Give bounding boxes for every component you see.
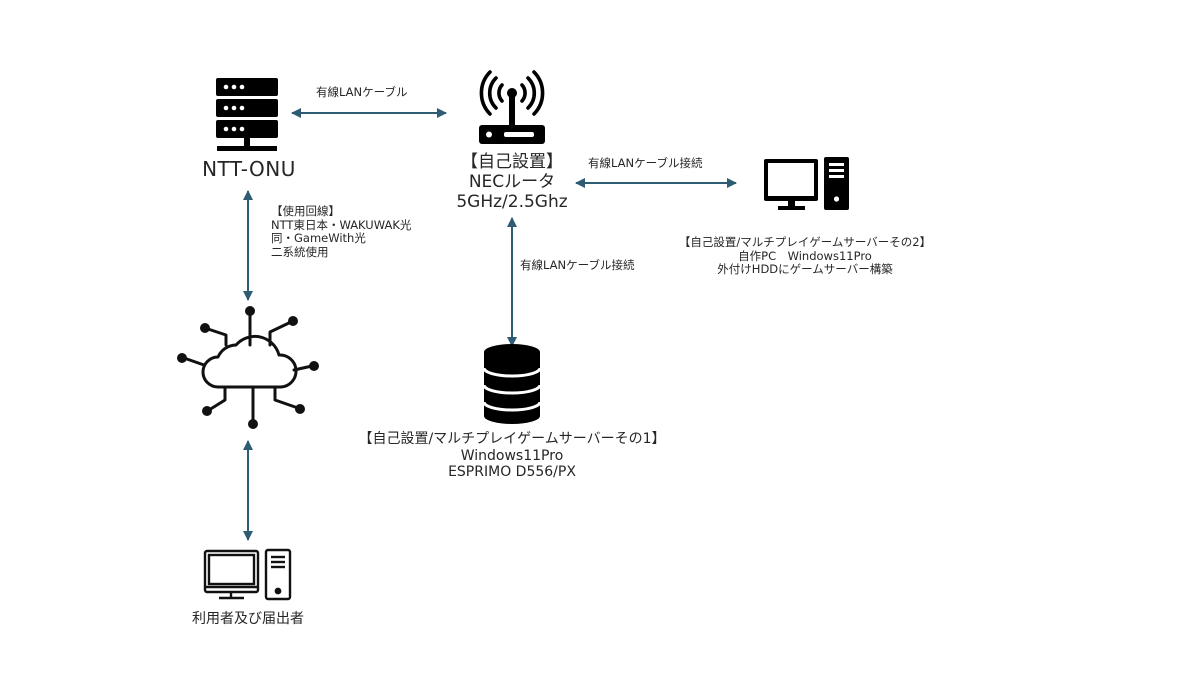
line-info-line-1: 【使用回線】 bbox=[271, 204, 340, 218]
line-info-line-2: NTT東日本・WAKUWAK光 bbox=[271, 217, 412, 232]
router-label-line-3: 5GHz/2.5Ghz bbox=[456, 192, 568, 213]
db-server-label-line-3: ESPRIMO D556/PX bbox=[448, 464, 576, 481]
cloud-network-icon bbox=[177, 306, 319, 429]
line-info-line-3: 同・GameWith光 bbox=[271, 231, 366, 246]
pc-server-label-line-1: 【自己設置/マルチプレイゲームサーバーその2】 bbox=[678, 235, 932, 249]
router-db-connection-label: 有線LANケーブル接続 bbox=[520, 258, 635, 272]
onu-label: NTT-ONU bbox=[202, 157, 296, 181]
router-label-line-1: 【自己設置】 bbox=[461, 152, 563, 172]
pc-server-label-line-2: 自作PC Windows11Pro bbox=[738, 248, 872, 263]
db-server-label-line-1: 【自己設置/マルチプレイゲームサーバーその1】 bbox=[358, 431, 666, 447]
line-info-label: 【使用回線】 NTT東日本・WAKUWAK光 同・GameWith光 二系統使用 bbox=[271, 204, 412, 259]
db-server-label: 【自己設置/マルチプレイゲームサーバーその1】 Windows11Pro ESP… bbox=[300, 431, 724, 481]
router-label-line-2: NECルータ bbox=[468, 172, 556, 193]
router-label: 【自己設置】 NECルータ 5GHz/2.5Ghz bbox=[432, 152, 592, 212]
wifi-router-icon bbox=[479, 70, 545, 144]
pc-server-label: 【自己設置/マルチプレイゲームサーバーその2】 自作PC Windows11Pr… bbox=[640, 235, 970, 277]
db-server-label-line-2: Windows11Pro bbox=[460, 447, 564, 464]
desktop-computer-icon bbox=[764, 157, 849, 210]
onu-router-connection-label: 有線LANケーブル bbox=[316, 85, 408, 99]
desktop-computer-outline-icon bbox=[203, 548, 292, 601]
user-label: 利用者及び届出者 bbox=[192, 611, 304, 627]
pc-server-label-line-3: 外付けHDDにゲームサーバー構築 bbox=[717, 262, 893, 277]
line-info-line-4: 二系統使用 bbox=[271, 244, 329, 259]
database-icon bbox=[482, 344, 542, 424]
router-pc-connection-label: 有線LANケーブル接続 bbox=[588, 156, 703, 170]
server-rack-icon bbox=[216, 78, 278, 151]
